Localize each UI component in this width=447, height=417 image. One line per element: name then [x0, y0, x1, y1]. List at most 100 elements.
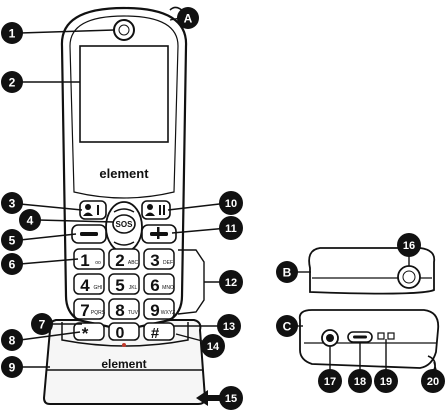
key-2-label: 2 — [115, 251, 124, 270]
key-5-label: 5 — [115, 276, 124, 295]
marker-11: 11 — [219, 216, 243, 240]
key-star-label: * — [82, 324, 89, 343]
marker-B: B — [276, 261, 298, 283]
sos-button[interactable]: SOS — [112, 214, 136, 234]
key-3-label: 3 — [150, 251, 159, 270]
key-9-label: 9 — [150, 301, 159, 320]
svg-text:4: 4 — [27, 214, 34, 228]
key-6-label: 6 — [150, 276, 159, 295]
call-button[interactable] — [71, 224, 107, 244]
svg-text:17: 17 — [324, 376, 336, 388]
svg-text:15: 15 — [225, 393, 237, 405]
sos-label: SOS — [116, 220, 134, 229]
marker-4: 4 — [19, 209, 41, 231]
marker-19: 19 — [374, 369, 398, 393]
key-4-sub: GHI — [94, 285, 103, 291]
marker-20: 20 — [421, 369, 445, 393]
svg-text:C: C — [283, 320, 292, 334]
svg-text:3: 3 — [9, 197, 16, 211]
marker-C: C — [276, 315, 298, 337]
marker-10: 10 — [219, 191, 243, 215]
marker-14: 14 — [201, 334, 225, 358]
svg-text:18: 18 — [354, 376, 366, 388]
key-0-button[interactable]: 0 — [108, 322, 140, 342]
marker-1: 1 — [1, 22, 23, 44]
key-star-button[interactable]: * — [73, 322, 105, 343]
svg-text:13: 13 — [223, 321, 235, 333]
bottom-view — [298, 309, 440, 371]
handset: element SOS — [60, 6, 188, 347]
svg-text:12: 12 — [225, 277, 237, 289]
svg-text:6: 6 — [9, 258, 16, 272]
svg-text:A: A — [184, 12, 193, 26]
memory-key-1-button[interactable] — [79, 200, 107, 220]
charging-contact-2 — [387, 332, 395, 340]
key-7-label: 7 — [80, 301, 89, 320]
end-call-button[interactable] — [141, 224, 177, 244]
key-4-button[interactable]: 4 GHI — [73, 273, 105, 295]
marker-3: 3 — [1, 192, 23, 214]
marker-7: 7 — [31, 313, 53, 335]
key-8-sub: TUV — [128, 310, 139, 316]
key-9-button[interactable]: 9 WXYZ — [143, 298, 175, 320]
key-7-button[interactable]: 7 PQRS — [73, 298, 106, 320]
key-7-sub: PQRS — [91, 310, 106, 316]
key-2-sub: ABC — [128, 260, 139, 266]
callout-lines — [19, 17, 437, 371]
svg-text:8: 8 — [9, 334, 16, 348]
svg-text:9: 9 — [9, 361, 16, 375]
key-hash-label: # — [151, 325, 160, 342]
key-3-button[interactable]: 3 DEF — [143, 248, 175, 270]
key-0-label: 0 — [116, 325, 125, 342]
charging-contact-1 — [377, 332, 385, 340]
earpiece — [113, 19, 135, 41]
key-5-sub: JKL — [129, 285, 138, 291]
marker-12: 12 — [219, 270, 243, 294]
key-8-label: 8 — [115, 301, 124, 320]
marker-5: 5 — [1, 229, 23, 251]
marker-13: 13 — [217, 314, 241, 338]
marker-A: A — [177, 7, 199, 29]
svg-text:16: 16 — [403, 240, 415, 252]
marker-17: 17 — [318, 369, 342, 393]
keypad: 1 oo 2 ABC 3 DEF 4 GHI 5 JKL — [73, 248, 175, 343]
top-view — [308, 247, 436, 295]
svg-text:20: 20 — [427, 376, 439, 388]
cradle-brand-label: element — [101, 357, 146, 371]
key-3-sub: DEF — [163, 260, 173, 266]
svg-text:7: 7 — [39, 318, 46, 332]
svg-text:14: 14 — [207, 341, 220, 353]
marker-15: 15 — [219, 386, 243, 410]
key-2-button[interactable]: 2 ABC — [108, 248, 140, 270]
svg-text:10: 10 — [225, 198, 237, 210]
marker-16: 16 — [397, 233, 421, 257]
key-6-button[interactable]: 6 MNO — [143, 273, 175, 295]
microphone — [122, 343, 126, 347]
marker-6: 6 — [1, 253, 23, 275]
svg-text:1: 1 — [9, 27, 16, 41]
docking-arrow-icon — [196, 390, 222, 406]
key-5-button[interactable]: 5 JKL — [108, 273, 140, 295]
svg-text:2: 2 — [9, 76, 16, 90]
earpiece-top-view — [397, 265, 421, 289]
key-hash-button[interactable]: # — [143, 322, 175, 342]
memory-key-2-button[interactable] — [141, 200, 171, 220]
marker-8: 8 — [1, 329, 23, 351]
svg-text:19: 19 — [380, 376, 392, 388]
svg-text:5: 5 — [9, 234, 16, 248]
svg-text:B: B — [283, 266, 292, 280]
display-screen — [79, 45, 169, 143]
marker-2: 2 — [1, 71, 23, 93]
key-6-sub: MNO — [162, 285, 174, 291]
key-1-label: 1 — [80, 251, 89, 270]
svg-text:11: 11 — [225, 223, 237, 235]
key-1-button[interactable]: 1 oo — [73, 248, 105, 270]
key-8-button[interactable]: 8 TUV — [108, 298, 140, 320]
key-1-sub: oo — [95, 260, 101, 266]
key-4-label: 4 — [80, 276, 90, 295]
marker-9: 9 — [1, 356, 23, 378]
marker-18: 18 — [348, 369, 372, 393]
key-9-sub: WXYZ — [161, 310, 175, 316]
handset-brand-label: element — [99, 166, 149, 181]
